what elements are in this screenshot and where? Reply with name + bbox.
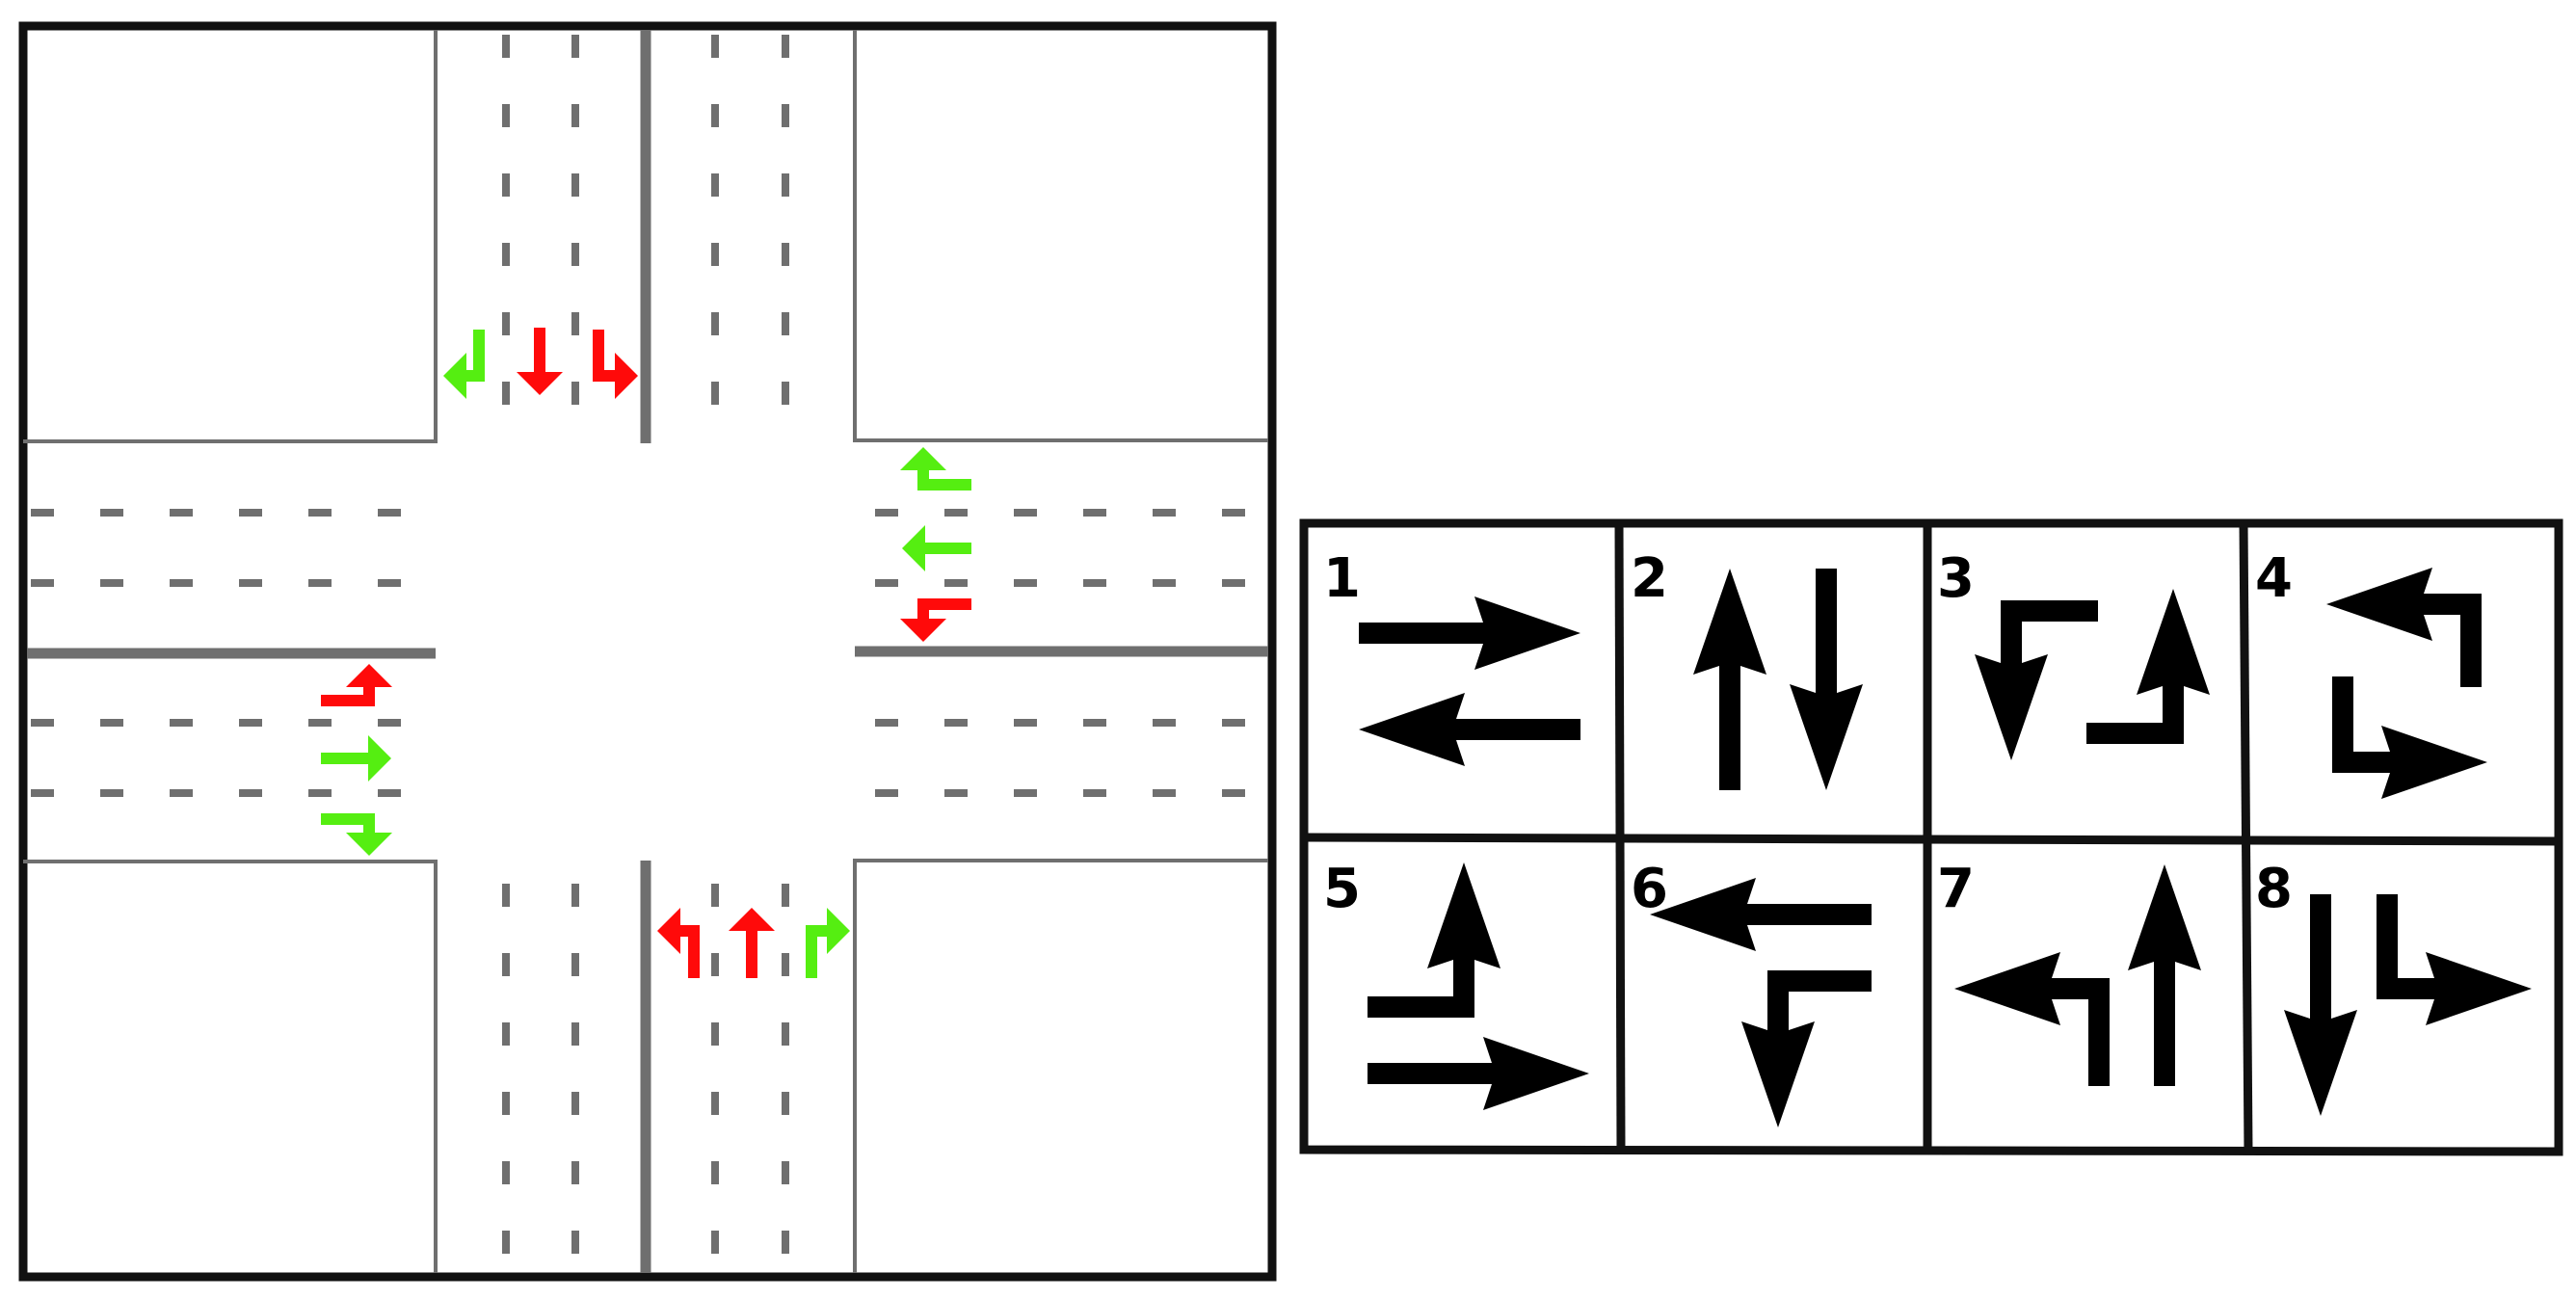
west-straight-arrow-icon — [321, 735, 391, 782]
center-dividers — [27, 30, 1268, 1273]
phase-label: 8 — [2255, 858, 2293, 920]
northbound-left-turn-arrow-icon — [2086, 589, 2210, 744]
north-right-turn-arrow-icon — [593, 330, 638, 399]
westbound-left-turn-arrow-icon — [1741, 970, 1872, 1127]
curb-lines — [23, 30, 1268, 1273]
phase-cell-7: 7 — [1937, 858, 2201, 1086]
westbound-straight-arrow-icon — [1650, 878, 1872, 951]
northbound-straight-arrow-icon — [1693, 569, 1766, 790]
southbound-left-turn-arrow-icon — [2377, 894, 2532, 1025]
intersection-map — [18, 21, 1277, 1282]
phase-table-grid — [1299, 518, 2563, 1156]
north-left-turn-arrow-icon — [443, 330, 485, 399]
eastbound-straight-arrow-icon — [1368, 1037, 1589, 1110]
phase-cell-3: 3 — [1937, 547, 2210, 760]
eastbound-left-turn-arrow-icon — [1368, 862, 1500, 1018]
phase-label: 6 — [1631, 858, 1668, 920]
east-left-turn-arrow-icon — [900, 598, 971, 642]
phase-label: 2 — [1631, 547, 1668, 610]
west-left-turn-arrow-icon — [321, 664, 392, 706]
southbound-straight-arrow-icon — [2284, 894, 2357, 1116]
phase-cell-8: 8 — [2255, 858, 2532, 1116]
phase-cell-1: 1 — [1323, 547, 1580, 766]
phase-label: 7 — [1937, 858, 1975, 920]
phase-label: 4 — [2255, 547, 2293, 610]
southbound-left-turn-arrow-icon — [1975, 600, 2098, 760]
phase-label: 5 — [1323, 858, 1361, 920]
phase-label: 1 — [1323, 547, 1361, 610]
northbound-left-turn-arrow-icon — [1954, 952, 2110, 1086]
phase-cell-6: 6 — [1631, 858, 1872, 1127]
phase-label: 3 — [1937, 547, 1975, 610]
east-right-turn-arrow-icon — [900, 447, 971, 490]
northbound-straight-arrow-icon — [2128, 864, 2201, 1086]
east-straight-arrow-icon — [902, 525, 971, 571]
southbound-straight-arrow-icon — [1790, 569, 1863, 790]
west-right-turn-arrow-icon — [321, 813, 392, 856]
phase-cell-5: 5 — [1323, 858, 1589, 1110]
eastbound-straight-arrow-icon — [1359, 596, 1580, 670]
westbound-straight-arrow-icon — [1359, 693, 1580, 766]
phase-cell-2: 2 — [1631, 547, 1863, 790]
eastbound-left-turn-arrow-icon — [2332, 676, 2487, 799]
phase-table: 1 2 3 — [1299, 518, 2563, 1156]
south-left-turn-arrow-icon — [657, 908, 700, 978]
north-straight-arrow-icon — [517, 328, 563, 395]
south-right-turn-arrow-icon — [806, 908, 850, 978]
south-straight-arrow-icon — [729, 908, 775, 978]
westbound-left-turn-arrow-icon — [2326, 568, 2482, 687]
phase-cell-4: 4 — [2255, 547, 2487, 799]
